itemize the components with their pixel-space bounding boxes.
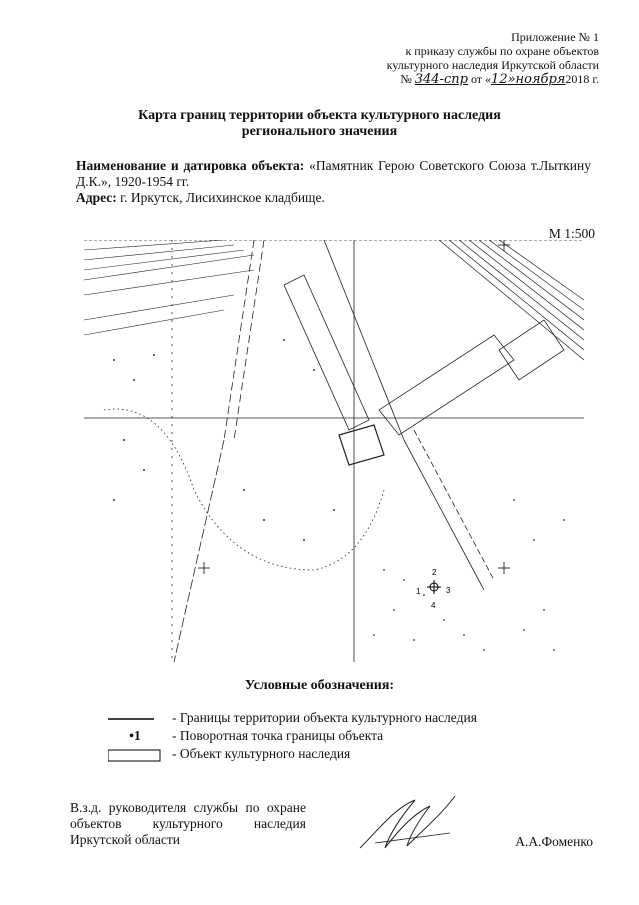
legend-label-boundary: - Границы территории объекта культурного… xyxy=(172,710,477,725)
order-date-mid: от « xyxy=(470,72,492,86)
object-rect-icon xyxy=(108,749,161,762)
appendix-line-3: культурного наследия Иркутской области xyxy=(386,58,599,72)
handwritten-signature xyxy=(359,795,456,849)
turning-point-icon: •1 xyxy=(129,728,141,743)
object-address: Адрес: г. Иркутск, Лисихинское кладбище. xyxy=(76,190,591,206)
document-title: Карта границ территории объекта культурн… xyxy=(0,108,639,140)
appendix-order-number: № 344-спр от «12»ноября2018 г. xyxy=(387,72,599,87)
map-point-2: 2 xyxy=(432,568,437,577)
title-line-2: регионального значения xyxy=(241,124,398,139)
boundary-line-icon xyxy=(108,718,154,720)
order-number: 344-спр xyxy=(414,72,468,87)
title-line-1: Карта границ территории объекта культурн… xyxy=(138,108,501,123)
order-number-prefix: № xyxy=(400,72,412,86)
map-point-3: 3 xyxy=(446,586,451,595)
object-address-value: г. Иркутск, Лисихинское кладбище. xyxy=(120,190,325,205)
appendix-line-1: Приложение № 1 xyxy=(511,30,599,44)
object-info: Наименование и датировка объекта: «Памят… xyxy=(76,158,591,206)
object-name: Наименование и датировка объекта: «Памят… xyxy=(76,158,591,190)
legend-label-object: - Объект культурного наследия xyxy=(172,746,351,761)
order-year: 2018 г. xyxy=(565,72,599,86)
order-month: »ноября xyxy=(507,72,566,87)
appendix-line-2: к приказу службы по охране объектов xyxy=(405,44,599,58)
map-point-4: 4 xyxy=(431,601,436,610)
object-address-label: Адрес: xyxy=(76,190,117,205)
signatory-position: В.з.д. руководителя службы по охране объ… xyxy=(70,800,306,847)
signatory-name: А.А.Фоменко xyxy=(515,834,593,849)
map-scale: М 1:500 xyxy=(548,226,595,241)
order-day: 12 xyxy=(491,72,508,87)
object-name-value: «Памятник Герою Советского Союза т.Лытки… xyxy=(76,158,591,189)
survey-map: 1 2 3 4 xyxy=(84,240,584,662)
map-point-1: 1 xyxy=(416,587,421,596)
legend-label-point: - Поворотная точка границы объекта xyxy=(172,728,384,743)
appendix-header: Приложение № 1 к приказу службы по охран… xyxy=(387,30,599,87)
object-name-label: Наименование и датировка объекта: xyxy=(76,158,305,173)
legend-title: Условные обозначения: xyxy=(244,678,395,693)
